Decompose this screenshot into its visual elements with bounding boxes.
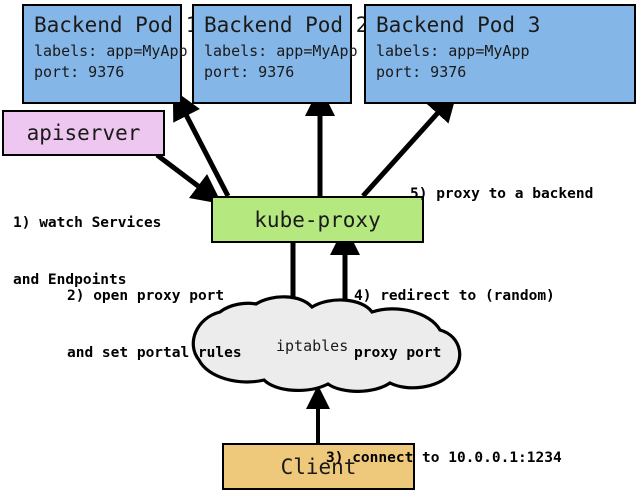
- client-node[interactable]: Client: [222, 443, 415, 490]
- arrow-kubeproxy-to-pod1: [172, 89, 231, 198]
- edge-label-step1: 1) watch Services and Endpoints: [13, 176, 161, 328]
- client-title: Client: [280, 454, 357, 479]
- edge-label-step2-line2: and set portal rules: [67, 345, 242, 361]
- backend-pod-1-port: port: 9376: [34, 63, 125, 81]
- edge-label-step4-line1: 4) redirect to (random): [354, 288, 555, 304]
- edge-label-step3: 3) connect to 10.0.0.1:1234: [326, 411, 562, 494]
- backend-pod-3-title: Backend Pod 3: [376, 13, 541, 37]
- apiserver-node[interactable]: apiserver: [2, 110, 165, 156]
- backend-pod-2-port: port: 9376: [204, 63, 295, 81]
- edge-label-step2-line1: 2) open proxy port: [67, 288, 225, 304]
- arrow-apiserver-to-kubeproxy: [155, 153, 222, 205]
- backend-pod-3-port: port: 9376: [376, 63, 467, 81]
- backend-pod-1[interactable]: Backend Pod 1 labels: app=MyApp port: 93…: [22, 4, 199, 104]
- edge-label-step4-line2: proxy port: [354, 345, 442, 361]
- backend-pod-1-title: Backend Pod 1: [34, 13, 199, 37]
- backend-pod-2-labels: labels: app=MyApp: [204, 42, 358, 60]
- iptables-label: iptables: [276, 337, 349, 355]
- backend-pod-1-labels: labels: app=MyApp: [34, 42, 188, 60]
- backend-pod-3[interactable]: Backend Pod 3 labels: app=MyApp port: 93…: [364, 4, 636, 104]
- edge-label-step5: 5) proxy to a backend: [410, 147, 593, 242]
- kube-proxy-node[interactable]: kube-proxy: [211, 196, 424, 243]
- backend-pod-2-title: Backend Pod 2: [204, 13, 369, 37]
- edge-label-step1-line1: 1) watch Services: [13, 215, 162, 231]
- backend-pod-3-labels: labels: app=MyApp: [376, 42, 530, 60]
- backend-pod-2[interactable]: Backend Pod 2 labels: app=MyApp port: 93…: [192, 4, 369, 104]
- kube-proxy-title: kube-proxy: [254, 207, 381, 232]
- edge-label-step3-line1: 3) connect to 10.0.0.1:1234: [326, 450, 562, 466]
- apiserver-title: apiserver: [26, 121, 141, 145]
- edge-label-step1-line2: and Endpoints: [13, 272, 127, 288]
- edge-label-step2: 2) open proxy port and set portal rules: [67, 249, 242, 401]
- edge-label-step5-line1: 5) proxy to a backend: [410, 186, 594, 202]
- edge-label-step4: 4) redirect to (random) proxy port: [354, 249, 555, 401]
